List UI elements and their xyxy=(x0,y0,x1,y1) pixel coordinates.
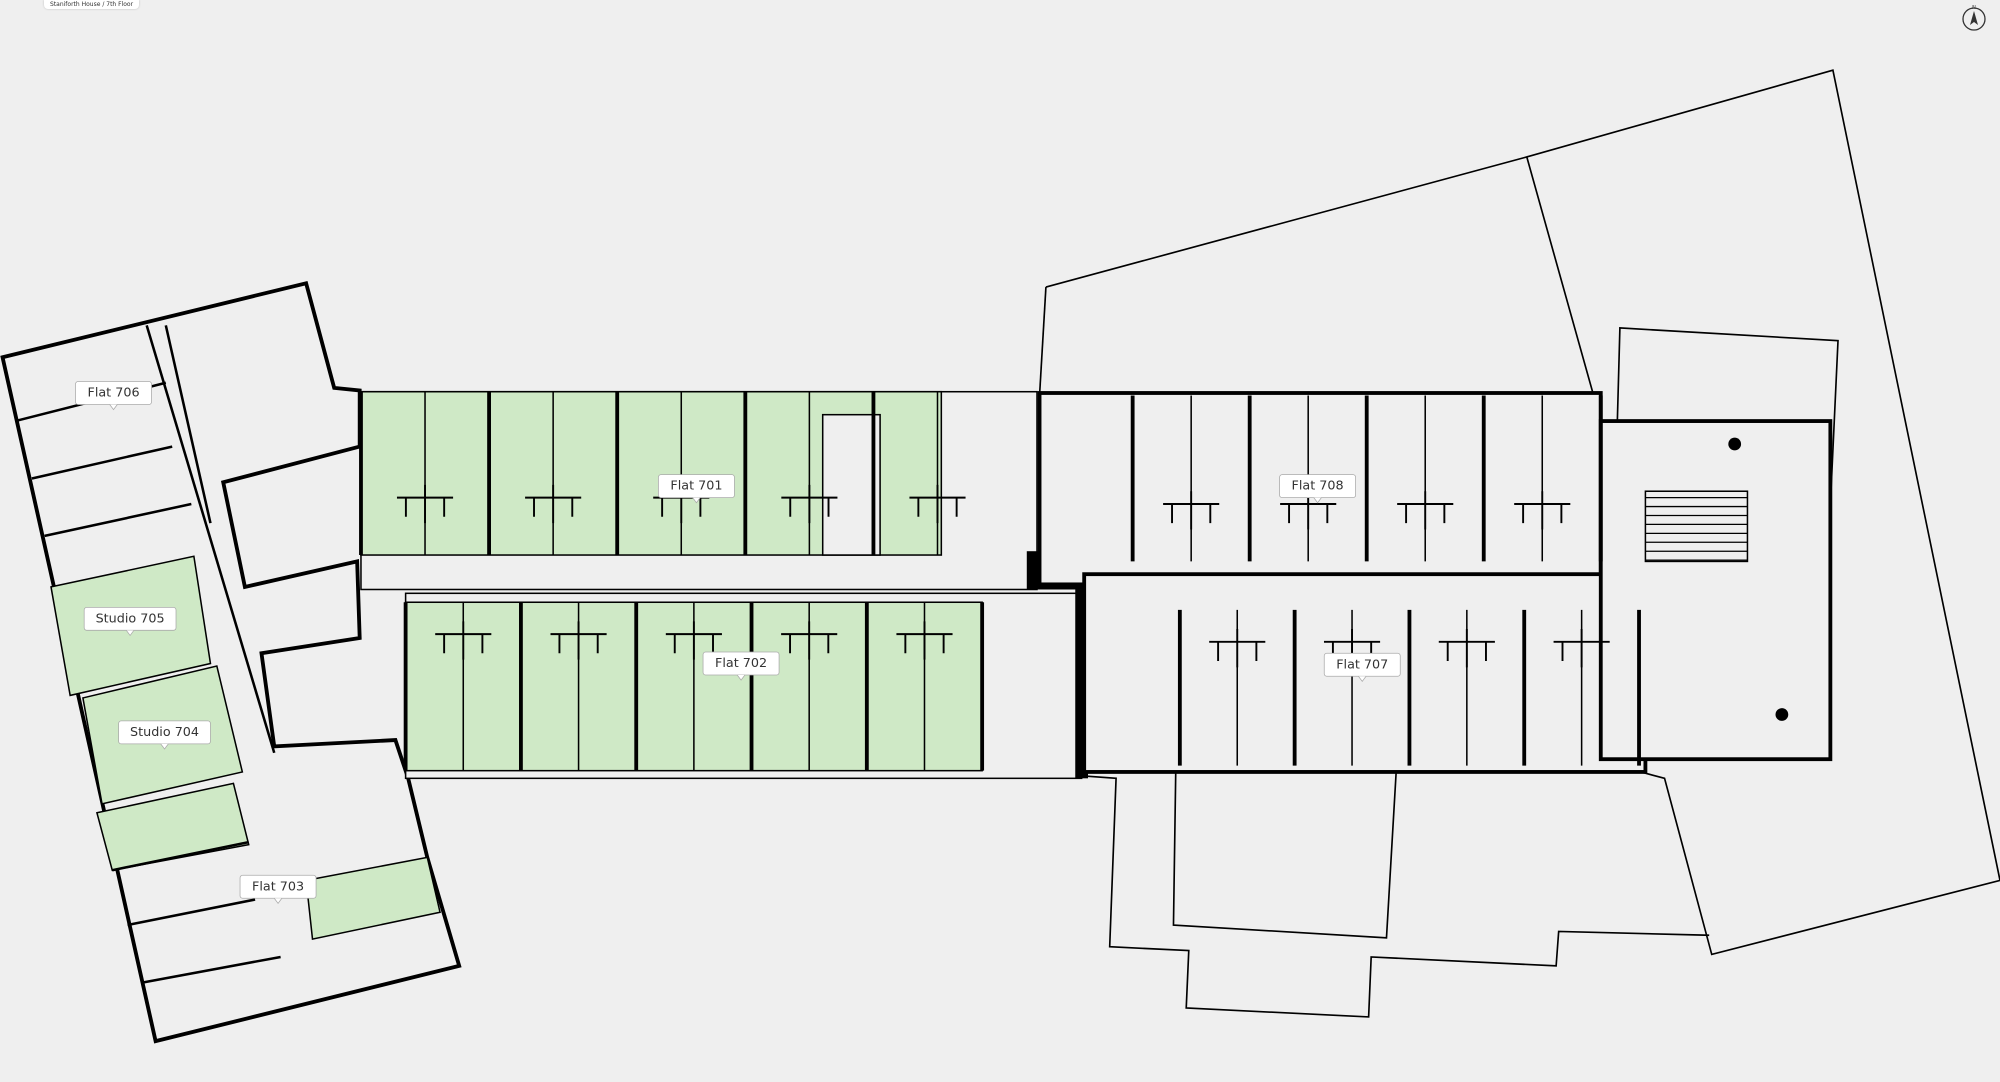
unit-label[interactable]: Studio 704 xyxy=(118,720,211,750)
stair-east xyxy=(1644,490,1749,563)
label-pointer xyxy=(736,674,746,681)
bathroom-fixture xyxy=(1397,491,1454,530)
label-pointer xyxy=(273,898,283,905)
label-pointer xyxy=(125,630,135,637)
site-outline-link xyxy=(1038,287,1047,396)
partition-wall xyxy=(44,502,192,538)
label-pointer xyxy=(109,404,118,411)
bathroom-fixture xyxy=(1553,629,1610,668)
bathroom-fixture xyxy=(1280,491,1337,530)
partition-wall xyxy=(142,955,281,984)
bathroom-fixture xyxy=(1514,491,1571,530)
bathroom-fixture xyxy=(665,621,722,660)
bathroom-fixture xyxy=(781,621,838,660)
unit-name: Flat 702 xyxy=(715,656,767,671)
bathroom-fixture xyxy=(435,621,492,660)
bathroom-fixture xyxy=(1209,629,1266,668)
flat-701-unshaded-room xyxy=(821,413,881,556)
flat-703-area-b[interactable] xyxy=(305,856,441,941)
label-pointer xyxy=(692,497,701,504)
bathroom-fixture xyxy=(909,484,966,524)
unit-name: Flat 701 xyxy=(670,479,722,494)
bathroom-fixture xyxy=(1438,629,1495,668)
unit-label[interactable]: Flat 701 xyxy=(658,474,735,504)
room-partitions xyxy=(359,391,1748,771)
unit-name: Flat 703 xyxy=(252,879,304,894)
unit-name: Flat 707 xyxy=(1336,657,1388,672)
flat-703-area-a[interactable] xyxy=(95,782,250,872)
bathroom-fixture xyxy=(781,484,838,524)
partition-wall xyxy=(127,898,256,927)
bathroom-fixture xyxy=(525,484,582,524)
partition-wall xyxy=(145,325,276,754)
unit-name: Flat 708 xyxy=(1292,479,1344,494)
site-outline-north xyxy=(1045,69,2000,956)
partition-wall xyxy=(31,445,173,480)
bathroom-fixture xyxy=(1323,629,1381,668)
label-pointer xyxy=(1358,676,1367,682)
unit-name: Studio 705 xyxy=(96,611,165,626)
north-arrow-icon: N xyxy=(1962,5,1986,31)
unit-label[interactable]: Flat 706 xyxy=(75,381,152,411)
bathroom-fixture xyxy=(1163,491,1220,530)
partition-wall xyxy=(111,840,249,872)
bathroom-fixture xyxy=(396,484,454,524)
unit-label[interactable]: Flat 703 xyxy=(239,874,317,905)
unit-name: Studio 704 xyxy=(130,725,199,740)
unit-label[interactable]: Flat 707 xyxy=(1323,652,1401,682)
bathroom-fixture xyxy=(896,621,953,660)
unit-label[interactable]: Flat 702 xyxy=(702,651,780,681)
north-label: N xyxy=(1972,5,1976,11)
unit-label[interactable]: Flat 708 xyxy=(1279,474,1356,504)
breadcrumb[interactable]: Staniforth House / 7th Floor xyxy=(44,0,140,9)
unit-name: Flat 706 xyxy=(87,385,139,400)
unit-label[interactable]: Studio 705 xyxy=(83,606,177,637)
site-outline-south xyxy=(1081,774,1710,1018)
partition-wall xyxy=(164,325,212,524)
column xyxy=(1728,437,1742,451)
label-pointer xyxy=(160,743,169,750)
east-core xyxy=(1598,419,1833,762)
column xyxy=(1775,708,1789,721)
terrace-outline xyxy=(1172,752,1398,939)
bathroom-fixture xyxy=(550,621,607,660)
label-pointer xyxy=(1313,497,1322,504)
